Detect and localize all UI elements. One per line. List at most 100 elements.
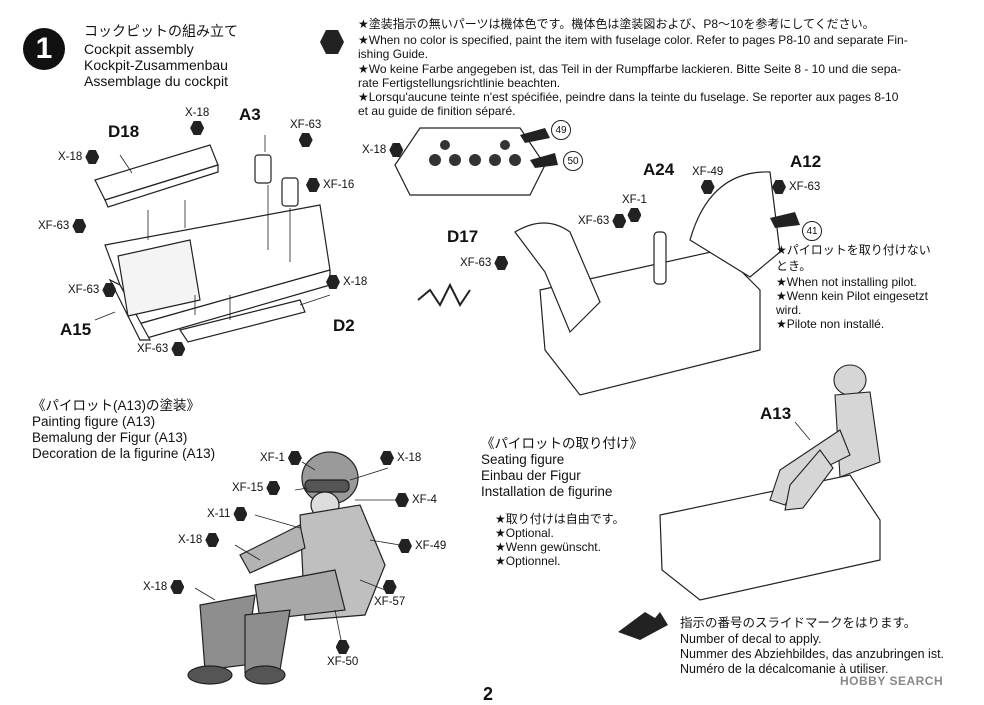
paint-hex-icon (205, 533, 220, 547)
figure-paint-x11: X-11 (207, 507, 248, 521)
paint-hex-icon (190, 121, 205, 135)
paint-xf63-a12: XF-63 (772, 180, 820, 194)
paint-hex-icon (233, 507, 248, 521)
part-label-a12: A12 (790, 152, 822, 171)
paint-hex-icon (326, 275, 340, 289)
figure-paint-xf49: XF-49 (398, 539, 446, 553)
paint-note-en-2: ishing Guide. (358, 47, 429, 61)
paint-x18-d18: X-18 (185, 107, 209, 135)
seating-optional-en: ★Optional. (495, 526, 554, 540)
paint-hex-icon (380, 451, 394, 465)
seating-optional-fr: ★Optionnel. (495, 554, 561, 568)
figure-paint-x18-helmet: X-18 (380, 451, 421, 465)
seating-de: Einbau der Figur (481, 468, 581, 483)
pilot-note-jp-2: とき。 (776, 259, 812, 273)
part-label-a13-seated: A13 (760, 404, 792, 423)
paint-note-de-1: ★Wo keine Farbe angegeben ist, das Teil … (358, 62, 902, 76)
figure-paint-xf1: XF-1 (260, 451, 302, 465)
paint-hex-icon (389, 143, 404, 157)
paint-note-de-2: rate Fertigstellungsrichtlinie beachten. (358, 76, 561, 90)
step-title-en: Cockpit assembly (84, 41, 194, 57)
paint-hex-icon (627, 208, 642, 222)
step-title-jp: コックピットの組み立て (84, 23, 238, 39)
decal-41-marker: 41 (802, 221, 822, 241)
paint-note-fr-1: ★Lorsqu'aucune teinte n'est spécifiée, p… (358, 90, 899, 104)
paint-hex-icon (298, 133, 313, 147)
paint-note-fr-2: et au guide de finition séparé. (358, 104, 516, 118)
paint-hex-icon (102, 283, 117, 297)
paint-xf1-a24: XF-1 (622, 194, 647, 222)
part-label-a3: A3 (239, 105, 261, 124)
seating-jp: 《パイロットの取り付け》 (481, 436, 643, 451)
figure-paint-x18-leg: X-18 (143, 580, 185, 594)
paint-xf63-a15: XF-63 (68, 283, 117, 297)
painting-figure-en: Painting figure (A13) (32, 414, 156, 429)
paint-xf63-d17: XF-63 (460, 256, 509, 270)
watermark-hobby-search: HOBBY SEARCH (840, 674, 944, 688)
paint-hex-icon (85, 150, 100, 164)
part-label-d18: D18 (108, 122, 140, 141)
paint-xf63-stick: XF-63 (578, 214, 627, 228)
paint-hex-icon (335, 640, 350, 654)
part-label-d17: D17 (447, 227, 479, 246)
seating-optional-jp: ★取り付けは自由です。 (495, 512, 625, 526)
page-number: 2 (483, 684, 494, 704)
seating-optional-de: ★Wenn gewünscht. (495, 540, 601, 554)
step-title-fr: Assemblage du cockpit (84, 73, 228, 89)
figure-paint-xf57: XF-57 (374, 580, 405, 608)
decal-legend-jp: 指示の番号のスライドマークをはります。 (680, 616, 917, 630)
step-number-badge: 1 (23, 28, 65, 70)
paint-hex-icon (382, 580, 397, 594)
step-title-de: Kockpit-Zusammenbau (84, 57, 228, 73)
pilot-note-en: ★When not installing pilot. (776, 275, 917, 289)
figure-paint-xf15: XF-15 (232, 481, 281, 495)
paint-x18-left: X-18 (58, 150, 100, 164)
paint-xf63-a3: XF-63 (290, 119, 321, 147)
paint-hex-icon (170, 580, 185, 594)
paint-xf16: XF-16 (306, 178, 354, 192)
paint-hex-icon (700, 180, 715, 194)
figure-paint-x18-hand: X-18 (178, 533, 220, 547)
seating-fr: Installation de figurine (481, 484, 613, 499)
seating-en: Seating figure (481, 452, 565, 467)
figure-paint-xf50: XF-50 (327, 640, 358, 668)
paint-hex-icon (398, 539, 412, 553)
paint-note-jp: ★塗装指示の無いパーツは機体色です。機体色は塗装図および、P8〜10を参考にして… (358, 17, 875, 31)
part-label-d2: D2 (333, 316, 355, 335)
decal-legend-de: Nummer des Abziehbildes, das anzubringen… (680, 647, 945, 661)
part-label-a15: A15 (60, 320, 92, 339)
paint-hex-icon (287, 451, 302, 465)
decal-50-marker: 50 (563, 151, 583, 171)
paint-hex-icon (306, 178, 320, 192)
paint-hex-icon (494, 256, 509, 270)
paint-hex-icon (171, 342, 186, 356)
painting-figure-de: Bemalung der Figur (A13) (32, 430, 188, 445)
paint-xf63-left: XF-63 (38, 219, 87, 233)
part-label-a24: A24 (643, 160, 675, 179)
paint-xf63-bottom: XF-63 (137, 342, 186, 356)
paint-x18-d2: X-18 (326, 275, 367, 289)
pilot-note-jp-1: ★パイロットを取り付けない (776, 243, 931, 257)
painting-figure-jp: 《パイロット(A13)の塗装》 (32, 398, 201, 413)
pilot-note-fr: ★Pilote non installé. (776, 317, 885, 331)
paint-x18-panel: X-18 (362, 143, 404, 157)
decal-49-marker: 49 (551, 120, 571, 140)
paint-xf49-a24: XF-49 (692, 166, 723, 194)
paint-hex-icon (772, 180, 786, 194)
paint-hex-icon (266, 481, 281, 495)
decal-legend-fr: Numéro de la décalcomanie à utiliser. (680, 662, 889, 676)
paint-hex-icon (72, 219, 87, 233)
paint-note-en-1: ★When no color is specified, paint the i… (358, 33, 908, 47)
pilot-note-de-2: wird. (776, 303, 802, 317)
painting-figure-fr: Decoration de la figurine (A13) (32, 446, 216, 461)
figure-paint-xf4: XF-4 (395, 493, 437, 507)
decal-legend-en: Number of decal to apply. (680, 632, 822, 646)
fuselage-color-hex-icon (320, 30, 344, 54)
paint-hex-icon (612, 214, 627, 228)
paint-hex-icon (395, 493, 409, 507)
